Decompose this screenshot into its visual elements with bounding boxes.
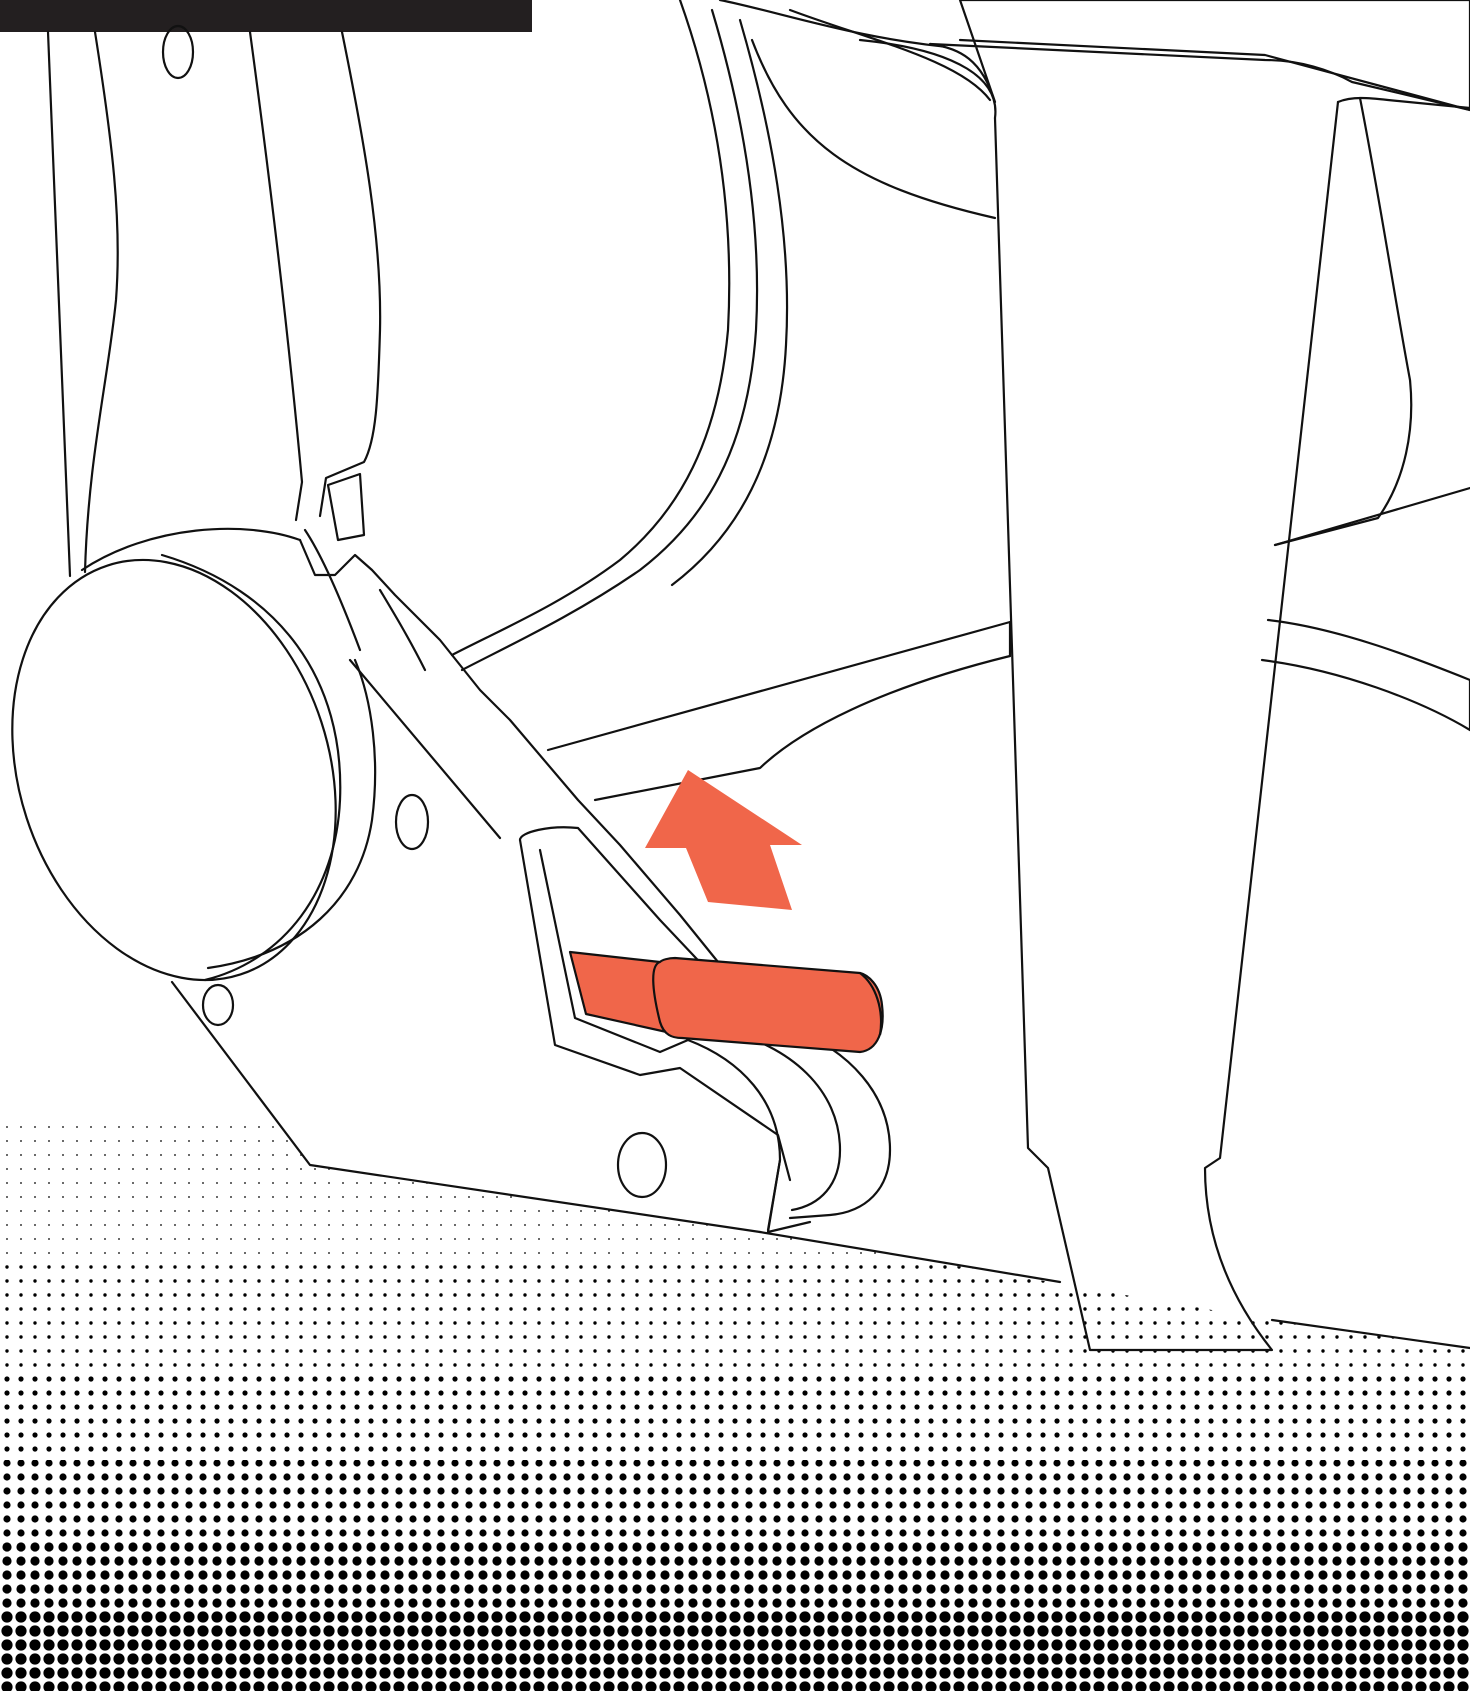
header-bar (0, 0, 532, 32)
